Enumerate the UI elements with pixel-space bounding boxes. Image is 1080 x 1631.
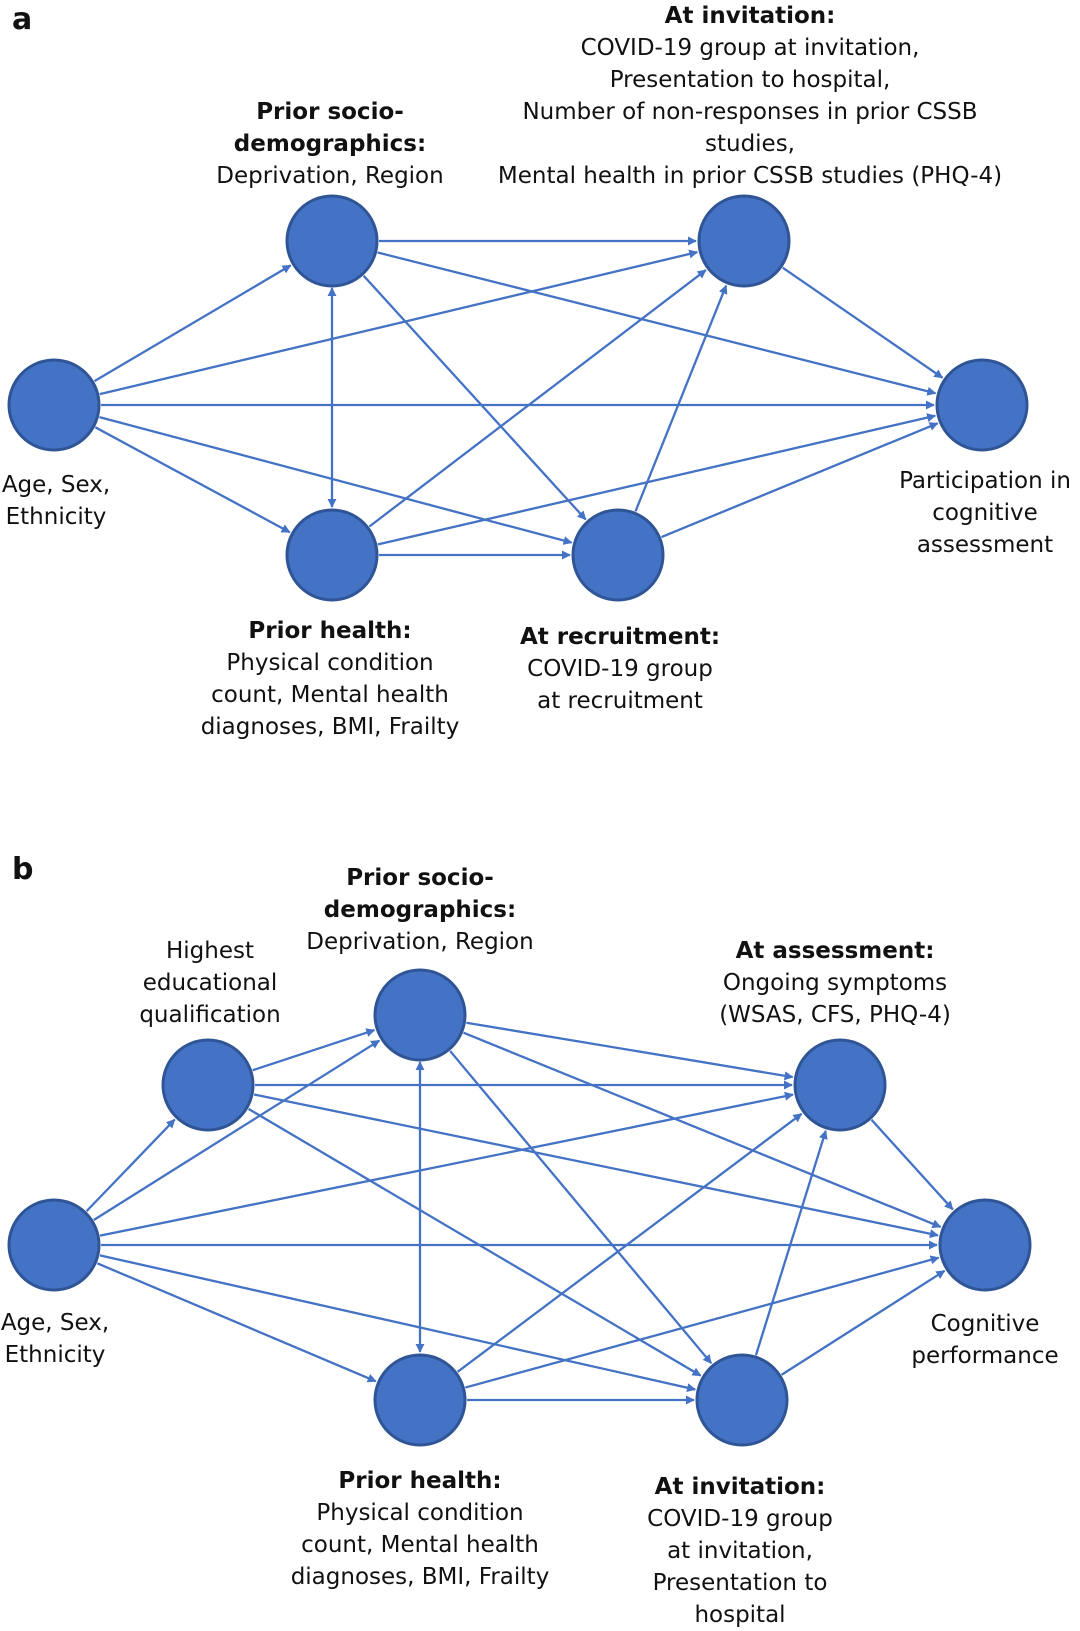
b-edge-socio-to-invite	[449, 1050, 713, 1364]
nodes	[7, 194, 1032, 1447]
a-edge-socio-to-recruit	[362, 274, 587, 521]
b-edge-socio-to-assess	[466, 1021, 794, 1081]
a-node-socio	[285, 194, 379, 288]
a-node-invite	[697, 194, 791, 288]
a-node-health	[285, 508, 379, 602]
a-socio-label: Prior socio-demographics: Deprivation, R…	[216, 99, 444, 189]
b-node-outcome	[938, 1198, 1032, 1292]
a-node-outcome	[935, 358, 1029, 452]
b-demo-label: Age, Sex,Ethnicity	[0, 1310, 110, 1368]
b-edge-demo-to-assess	[99, 1091, 794, 1237]
panel-a-letter: a	[12, 2, 33, 37]
a-edge-socio-to-outcome	[377, 251, 937, 396]
b-node-socio	[373, 968, 467, 1062]
b-edge-demo-to-edu	[85, 1118, 176, 1212]
b-edge-invite-to-assess	[754, 1129, 828, 1356]
a-node-recruit	[571, 508, 665, 602]
a-edge-demo-to-invite	[99, 249, 699, 396]
b-node-edu	[161, 1038, 255, 1132]
b-edge-assess-to-outcome	[870, 1119, 954, 1211]
a-edge-health-to-outcome	[377, 413, 937, 546]
a-node-demo	[7, 358, 101, 452]
b-node-invite	[695, 1353, 789, 1447]
panel-b-letter: b	[12, 852, 34, 887]
b-assess-label: At assessment: Ongoing symptoms(WSAS, CF…	[719, 938, 951, 1028]
a-edge-demo-to-health	[94, 426, 291, 534]
b-edge-health-to-outcome	[465, 1255, 940, 1389]
a-edge-demo-to-socio	[93, 264, 292, 383]
b-edge-edu-to-invite	[247, 1107, 702, 1377]
b-edge-demo-to-socio	[93, 1039, 381, 1221]
a-edge-recruit-to-invite	[634, 284, 728, 512]
b-node-demo	[7, 1198, 101, 1292]
b-edge-edu-to-socio	[252, 1028, 376, 1072]
edges	[85, 236, 954, 1405]
b-edge-demo-to-invite	[99, 1254, 697, 1393]
b-node-assess	[793, 1038, 887, 1132]
a-edge-health-to-invite	[368, 269, 707, 528]
a-invite-label: At invitation: COVID-19 group at invitat…	[497, 3, 1003, 189]
b-edge-socio-to-outcome	[463, 1031, 942, 1229]
b-node-health	[373, 1353, 467, 1447]
b-edge-health-to-assess	[456, 1112, 803, 1373]
b-socio-label: Prior socio-demographics: Deprivation, R…	[306, 865, 534, 955]
b-edge-demo-to-health	[96, 1262, 377, 1383]
a-edge-recruit-to-outcome	[661, 422, 939, 539]
b-edge-invite-to-outcome	[781, 1269, 946, 1376]
b-edge-edu-to-outcome	[253, 1093, 939, 1239]
a-edge-invite-to-outcome	[782, 266, 944, 379]
a-demo-label: Age, Sex,Ethnicity	[1, 472, 111, 530]
